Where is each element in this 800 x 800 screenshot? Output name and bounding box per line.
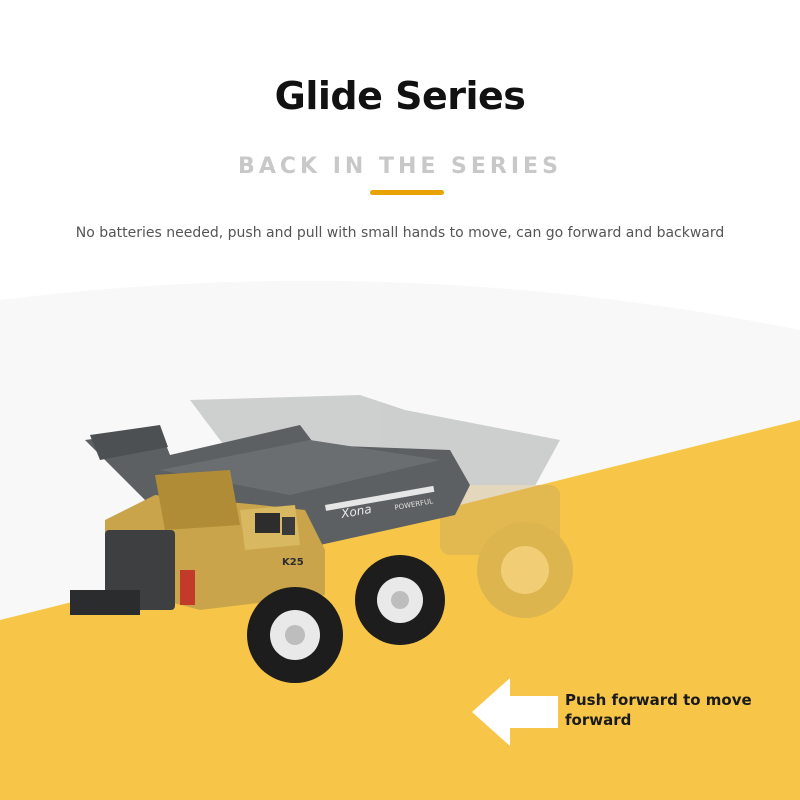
arrow-left-icon: [472, 678, 558, 746]
push-forward-label: Push forward to move forward: [565, 691, 752, 729]
wheel-middle: [355, 555, 445, 645]
series-subtitle: BACK IN THE SERIES: [238, 154, 562, 179]
model-text: K25: [282, 557, 304, 568]
page-title: Glide Series: [274, 74, 526, 118]
feature-description: No batteries needed, push and pull with …: [75, 225, 725, 241]
wheel-front: [247, 587, 343, 683]
accent-underline: [370, 190, 444, 195]
brand-text: Xona: [339, 502, 372, 521]
front-bumper: [70, 530, 195, 615]
truck-body: [105, 470, 325, 610]
dump-truck-illustration: Xona POWERFUL K25: [70, 395, 573, 683]
